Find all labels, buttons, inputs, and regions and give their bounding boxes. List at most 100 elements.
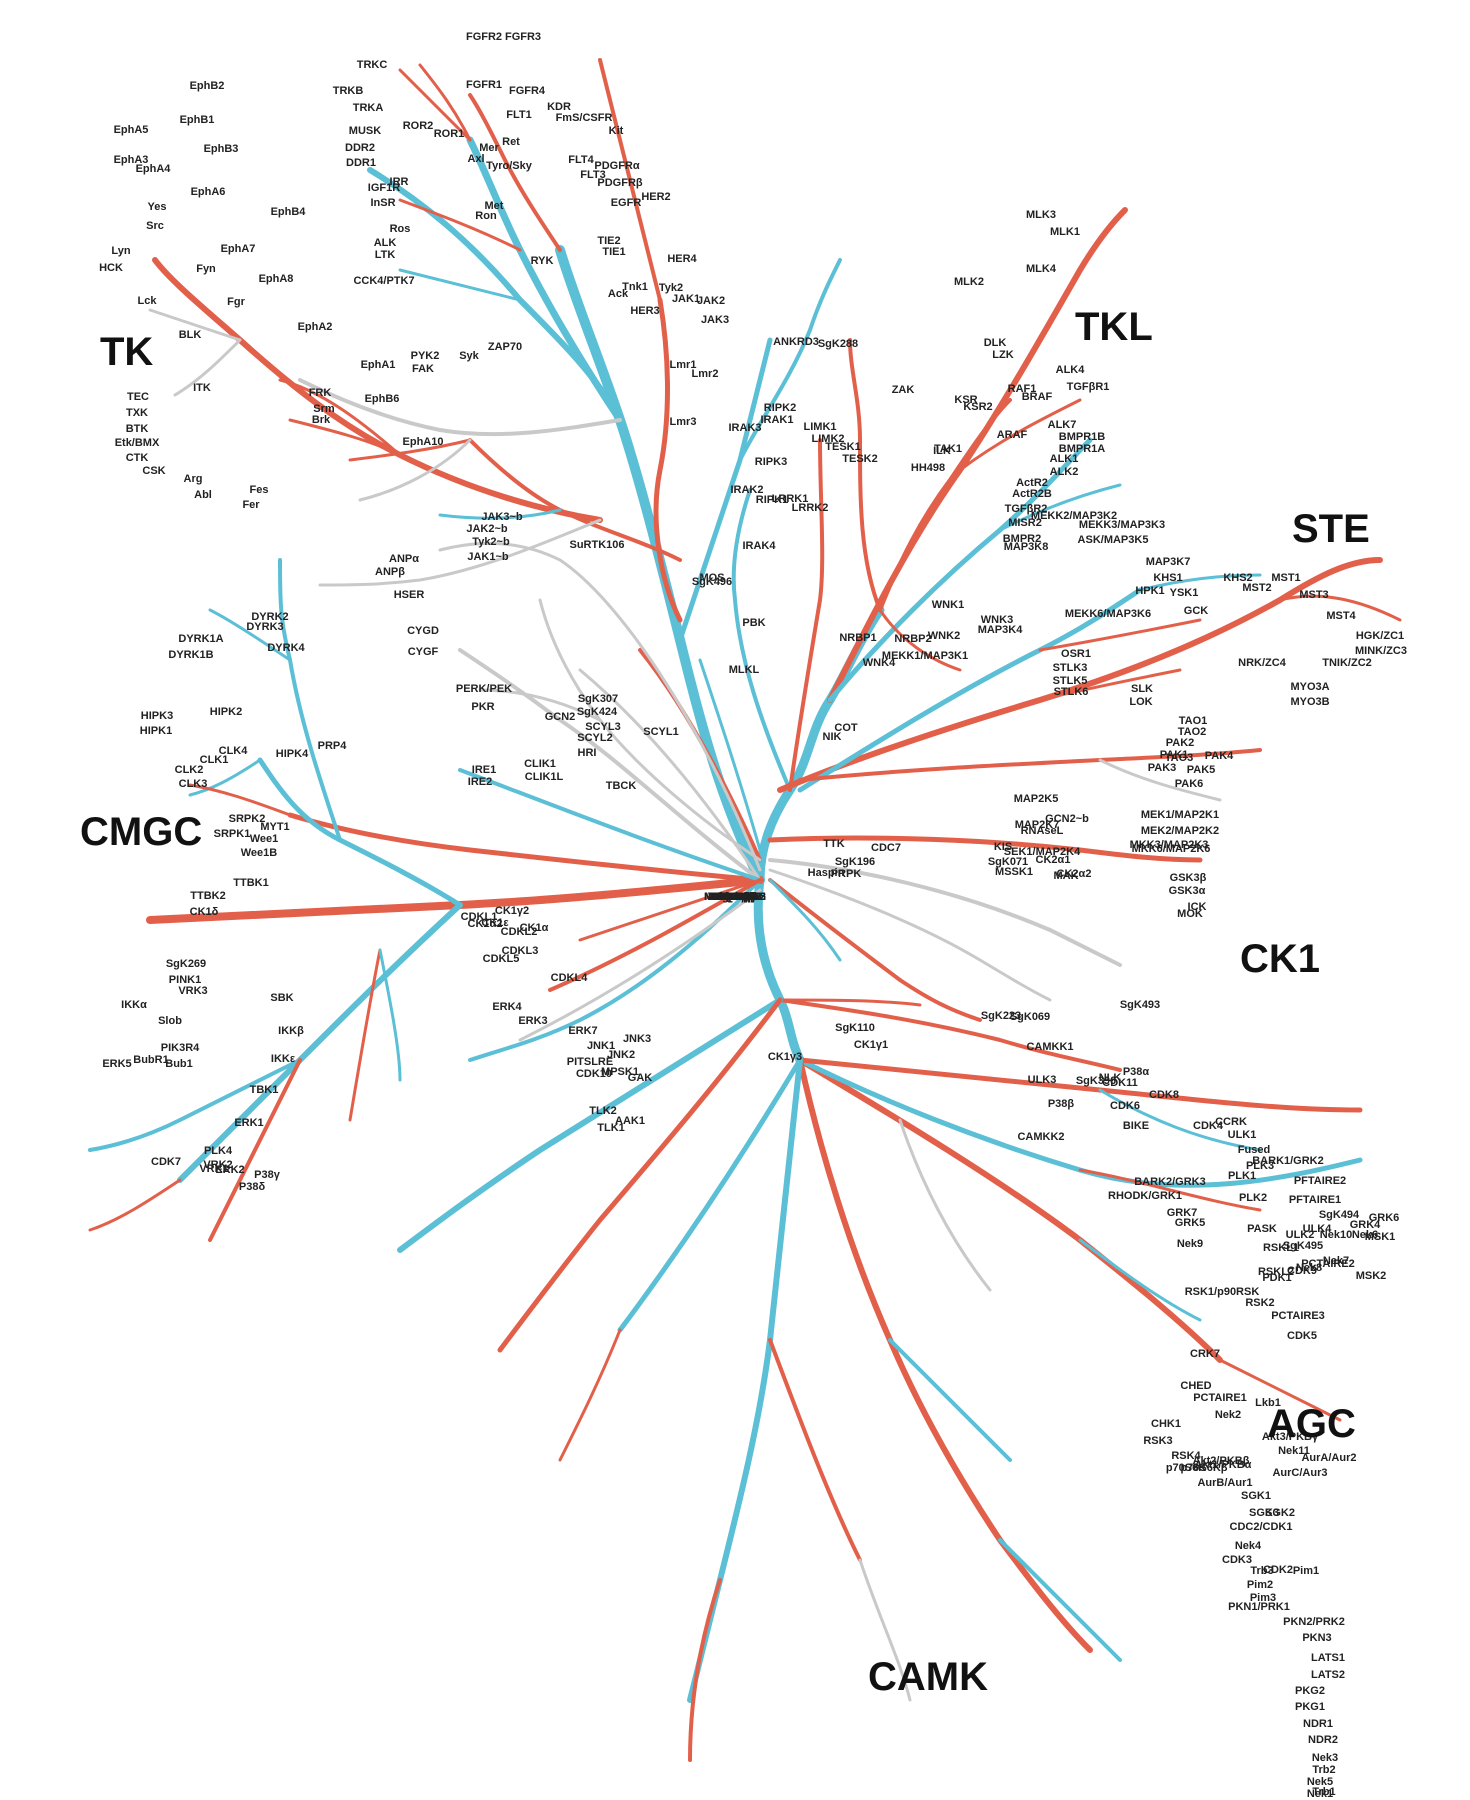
kinase-label: Tyk2~b [472,536,510,548]
kinase-label: CaMK4 [716,891,754,903]
kinase-label: GCN2 [545,711,576,723]
kinase-label: TTBK2 [190,890,225,902]
kinase-label: SgK288 [818,338,858,350]
kinase-label: CK1γ3 [768,1051,802,1063]
kinase-label: CDK10 [576,1068,612,1080]
kinase-label: MARK1 [715,891,754,903]
kinase-label: CLK1 [200,754,229,766]
kinase-label: MAPKAPK3 [704,891,766,903]
kinase-label: PLK2 [1239,1192,1267,1204]
kinase-label: TTN [724,891,745,903]
kinase-label: Akt2/PKBβ [1193,1455,1250,1467]
kinase-label: YSK1 [1170,587,1199,599]
kinase-label: CaMK1α [713,891,757,903]
kinase-label: SgK307 [578,693,618,705]
group-label-cmgc: CMGC [80,810,202,854]
kinase-label: PRKY [720,891,751,903]
tree-branch [1038,618,1202,652]
kinase-label: SRPK2 [229,813,266,825]
tree-branch [288,418,402,457]
kinase-label: PFTAIRE2 [1294,1175,1346,1187]
kinase-label: PKG2 [1295,1685,1325,1697]
kinase-label: CAMKK2 [1017,1131,1064,1143]
tree-branch [468,93,562,252]
kinase-label: PITSLRE [567,1056,613,1068]
kinase-label: PKCη [720,891,750,903]
kinase-label: DCAMKL3 [708,891,762,903]
kinase-label: OSR1 [1061,648,1091,660]
kinase-label: SgK196 [835,856,875,868]
kinase-label: PKCε [721,891,750,903]
tree-branch [898,1118,992,1292]
kinase-label: CLK4 [219,745,249,757]
kinase-label: TLK1 [597,1122,625,1134]
kinase-label: SgK223 [981,1010,1021,1022]
kinase-label: CRIK [722,891,749,903]
kinase-label: Nek5 [1307,1776,1333,1788]
kinase-label: PAK4 [1205,750,1234,762]
kinase-label: CDK6 [1110,1100,1140,1112]
kinase-label: NDR1 [1303,1718,1333,1730]
kinase-label: PFTAIRE1 [1289,1194,1341,1206]
tree-branch [88,1178,182,1232]
kinase-label: MARK3 [715,891,754,903]
kinase-label: DDR2 [345,142,375,154]
kinase-label: Nek1 [1307,1788,1333,1800]
kinase-label: Pim2 [1247,1579,1273,1591]
kinase-label: MAP2K7 [1015,819,1060,831]
kinase-label: Slob [158,1015,182,1027]
kinase-label: ANKRD3 [773,336,819,348]
kinase-label: KHS2 [1223,572,1252,584]
kinase-label: GSK3β [1170,872,1207,884]
kinase-label: ANPβ [375,566,405,578]
kinase-label: PKG1 [1295,1701,1325,1713]
kinase-label: ALK4 [1056,364,1086,376]
kinase-label: PSKH1 [717,891,754,903]
kinase-label: p70S6Kβ [1180,1462,1227,1474]
kinase-label: EphA3 [114,154,149,166]
kinase-label: COT [834,722,858,734]
kinase-label: PKN2/PRK2 [1283,1616,1345,1628]
kinase-label: TESK2 [842,453,877,465]
kinase-label: PKCι [722,891,748,903]
kinase-label: GRK6 [1369,1212,1400,1224]
group-label-agc: AGC [1267,1402,1356,1446]
kinase-label: GRK5 [1175,1217,1206,1229]
kinase-label: Etk/BMX [115,437,160,449]
tree-branch [617,1057,803,1333]
tree-branch [398,268,522,302]
kinase-label: BTK [126,423,149,435]
tree-branch [458,648,762,882]
kinase-label: MYO3A [1290,681,1329,693]
kinase-label: NRBP2 [894,633,931,645]
kinase-label: LRRK2 [792,502,829,514]
kinase-label: Mer [479,142,499,154]
kinase-label: Tnk1 [622,281,648,293]
kinase-label: DAPK2 [716,891,753,903]
kinase-label: IRAK4 [742,540,776,552]
kinase-label: CSK [142,465,165,477]
kinase-label: ALK1 [1050,453,1079,465]
kinase-label: LZK [992,349,1013,361]
kinase-label: HER3 [630,305,659,317]
kinase-label: CDKL3 [502,945,539,957]
kinase-label: P38α [1123,1066,1150,1078]
kinase-label: Akt1/PKBα [1195,1459,1252,1471]
kinase-label: HIPK4 [276,748,309,760]
kinase-label: SuRTK106 [569,539,624,551]
kinase-label: MLK2 [954,276,984,288]
kinase-label: FLT4 [568,154,594,166]
kinase-label: CCRK [1215,1116,1247,1128]
kinase-label: AurA/Aur2 [1301,1452,1356,1464]
kinase-label: CK2α2 [1057,868,1092,880]
kinase-label: TSSK2 [717,891,752,903]
kinase-label: PKCβ [720,891,750,903]
kinase-label: SgK085 [715,891,755,903]
kinase-label: LIMK2 [812,433,845,445]
kinase-label: PhKγ2 [718,891,752,903]
kinase-label: SPEG~b [713,891,757,903]
kinase-label: Axl [467,153,484,165]
kinase-label: IKKβ [278,1025,304,1037]
kinase-label: KSR [954,394,977,406]
kinase-label: BubR1 [133,1054,168,1066]
